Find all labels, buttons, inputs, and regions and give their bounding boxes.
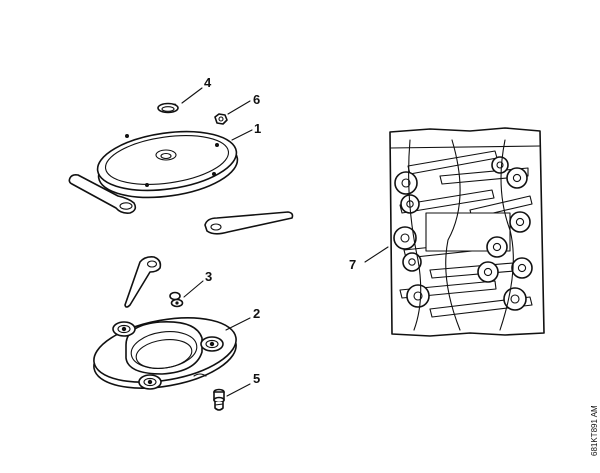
part-2-blade-holder bbox=[93, 317, 237, 390]
part-5-screw bbox=[213, 388, 225, 411]
leader-line-4 bbox=[181, 87, 203, 104]
callout-2: 2 bbox=[253, 306, 260, 321]
leader-line-2 bbox=[225, 317, 251, 331]
part-6-nut bbox=[214, 113, 228, 125]
leader-line-3 bbox=[183, 280, 204, 298]
bag-contents bbox=[393, 150, 533, 318]
callout-1: 1 bbox=[254, 121, 261, 136]
callout-5: 5 bbox=[253, 371, 260, 386]
part-1-cover-disc bbox=[96, 130, 239, 199]
part-7-spare-blades-bag bbox=[389, 127, 545, 337]
callout-4: 4 bbox=[204, 75, 212, 90]
blade-right bbox=[204, 211, 294, 235]
drawing-code: 681KT891 AM bbox=[590, 405, 599, 456]
leader-line-7 bbox=[364, 246, 389, 263]
part-3-bolt bbox=[169, 291, 184, 308]
blade-lower bbox=[124, 256, 162, 308]
callout-3: 3 bbox=[205, 269, 212, 284]
callout-7: 7 bbox=[349, 257, 356, 272]
callout-6: 6 bbox=[253, 92, 260, 107]
leader-line-1 bbox=[231, 129, 253, 141]
leader-line-5 bbox=[226, 383, 251, 397]
part-4-retaining-ring bbox=[157, 102, 179, 114]
blade-left bbox=[68, 174, 137, 214]
leader-line-6 bbox=[227, 100, 251, 115]
